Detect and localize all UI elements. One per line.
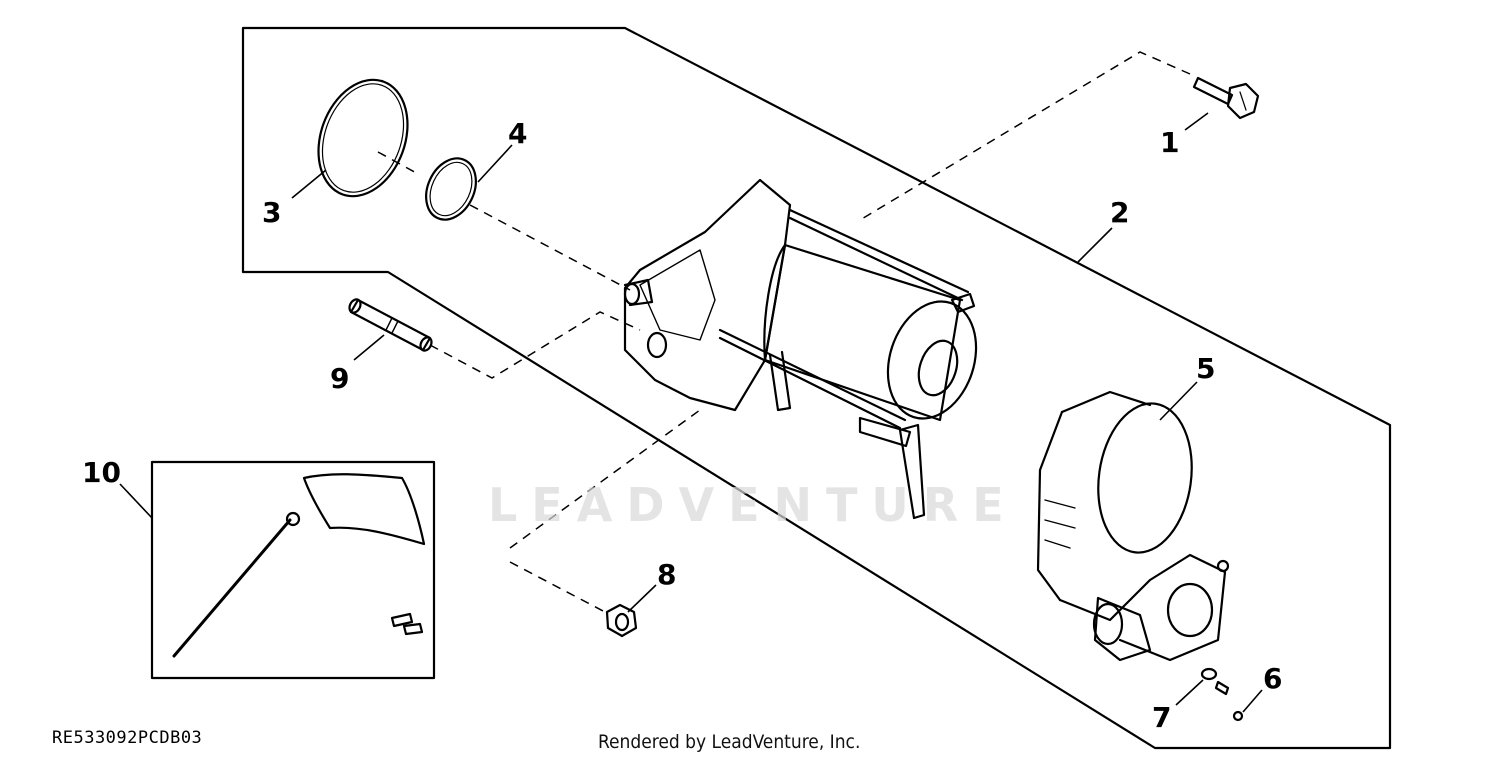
credit-text: Rendered by LeadVenture, Inc. (598, 731, 861, 753)
kit-contents (172, 473, 426, 658)
small-screw (1214, 680, 1244, 722)
callout-4: 4 (508, 117, 527, 150)
callout-10: 10 (82, 456, 121, 489)
callout-8: 8 (657, 558, 676, 591)
callout-6: 6 (1263, 662, 1282, 695)
hex-nut (605, 603, 638, 638)
diagram-id: RE533092PCDB03 (52, 728, 203, 748)
starter-motor (623, 178, 978, 520)
alignment-line (859, 51, 1191, 221)
callout-2: 2 (1110, 196, 1129, 229)
alignment-line (509, 561, 606, 613)
alignment-line (377, 151, 631, 291)
watermark: LEADVENTURE (488, 478, 1018, 532)
callout-7: 7 (1152, 701, 1171, 734)
dowel-pin (348, 298, 433, 352)
assembly-outline (241, 26, 1392, 750)
callout-5: 5 (1196, 352, 1215, 385)
washer (1200, 667, 1218, 681)
alignment-line (429, 311, 641, 379)
callout-1: 1 (1160, 126, 1179, 159)
large-o-ring (317, 78, 409, 198)
kit-box (150, 460, 436, 680)
callout-3: 3 (262, 196, 281, 229)
alignment-line (509, 409, 701, 549)
callout-9: 9 (330, 362, 349, 395)
solenoid-housing (1036, 390, 1230, 662)
small-o-ring (425, 157, 477, 221)
bolt (1192, 76, 1260, 120)
